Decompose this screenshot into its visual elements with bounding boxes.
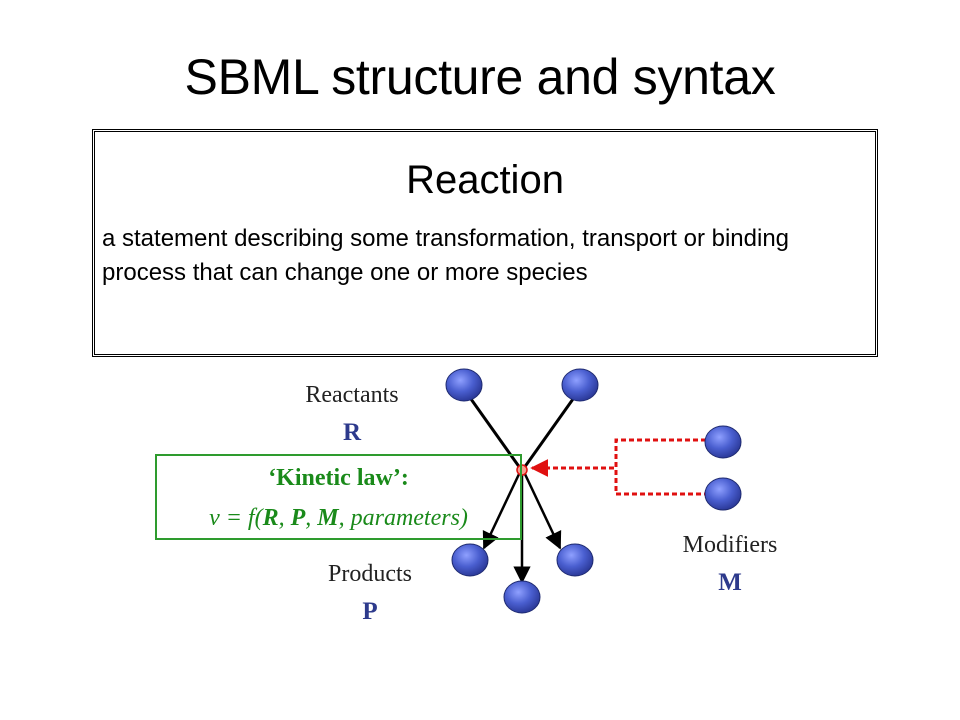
modifier-species-2 [704,477,742,511]
kinetic-law-box [155,454,522,540]
kinetic-law-title: ‘Kinetic law’: [268,465,409,491]
product-species-3 [503,580,541,614]
reactant-edge-right [522,391,580,469]
formula-p: P [290,505,306,531]
formula-r: R [262,505,279,531]
modifier-connectors [530,438,706,496]
kinetic-law-formula: v = f(R, P, M, parameters) [155,506,522,530]
definition-text: a statement describing some transformati… [102,225,790,286]
reactant-species-2 [561,368,599,402]
product-arrow-right [522,471,562,550]
formula-sep-1: , [278,505,291,531]
products-symbol: P [362,598,378,625]
modifier-species-1 [704,425,742,459]
definition-box: Reaction a statement describing some tra… [92,129,878,357]
formula-suffix: , parameters) [338,505,468,531]
definition-heading: Reaction [406,158,564,202]
modifiers-label: Modifiers [682,532,778,558]
reactant-species-1 [445,368,483,402]
product-species-1 [451,543,489,577]
product-species-2 [556,543,594,577]
reactants-symbol: R [342,419,362,446]
reactants-label: Reactants [305,382,399,408]
modifiers-symbol: M [718,569,742,596]
formula-sep-2: , [305,505,318,531]
product-arrow-left [482,471,522,550]
formula-prefix: v = f( [209,505,263,531]
formula-m: M [317,505,339,531]
products-label: Products [328,561,412,587]
reaction-center-node [516,464,528,476]
slide-title: SBML structure and syntax [184,49,776,105]
